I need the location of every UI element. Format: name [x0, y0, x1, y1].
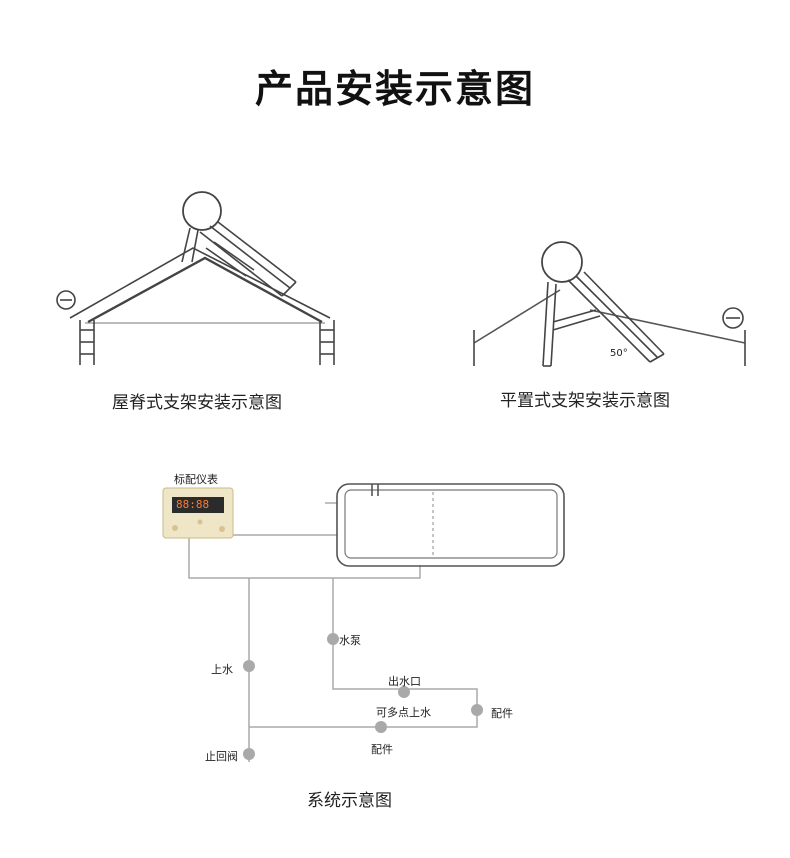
pump-node — [327, 633, 339, 645]
fitting-right-node — [471, 704, 483, 716]
pipes — [188, 502, 478, 762]
fitting-bottom-label: 配件 — [371, 743, 393, 756]
roof-vent — [722, 307, 744, 329]
pump-label: 水泵 — [339, 634, 361, 647]
roof-ridge-caption: 屋脊式支架安装示意图 — [112, 393, 282, 413]
controller-meter — [162, 487, 234, 539]
multi-point-label: 可多点上水 — [376, 706, 431, 719]
outlet-label: 出水口 — [388, 675, 421, 688]
left-wall — [79, 320, 95, 365]
roof-vent — [56, 290, 76, 310]
meter-display: 88:88 — [176, 498, 210, 511]
right-wall — [319, 320, 335, 365]
flat-roof-illustration — [473, 241, 746, 367]
inlet-node — [243, 660, 255, 672]
roof-ridge-illustration — [56, 191, 335, 365]
check-valve-label: 止回阀 — [205, 750, 238, 763]
system-diagram — [162, 483, 565, 762]
collector-unit — [336, 483, 565, 567]
outlet-node — [398, 686, 410, 698]
fitting-right-label: 配件 — [491, 707, 513, 720]
water-tank — [541, 241, 583, 283]
flat-angle-label: 50° — [610, 348, 628, 359]
system-caption: 系统示意图 — [307, 791, 392, 811]
water-tank — [182, 191, 222, 231]
flat-roof-caption: 平置式支架安装示意图 — [500, 391, 670, 411]
inlet-label: 上水 — [211, 663, 233, 676]
meter-label: 标配仪表 — [174, 473, 218, 486]
fitting-bottom-node — [375, 721, 387, 733]
check-valve-node — [243, 748, 255, 760]
page-title: 产品安装示意图 — [254, 67, 535, 111]
